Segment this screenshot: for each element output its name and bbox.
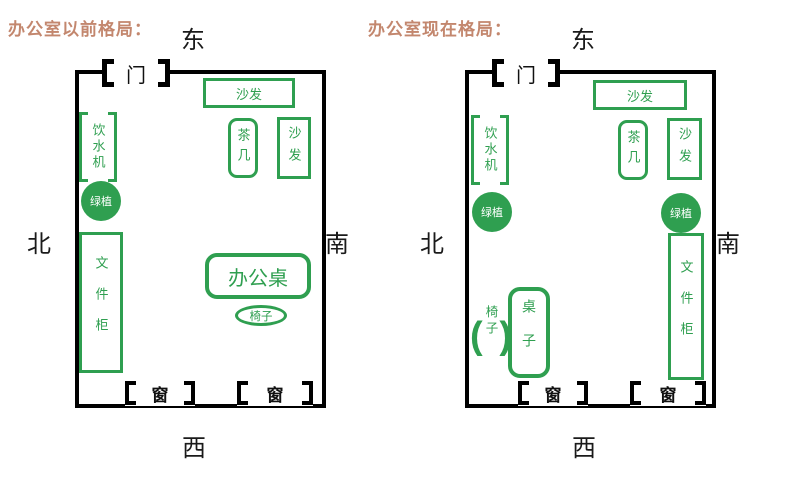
- chair: ( 椅子 ): [470, 305, 512, 361]
- plan-previous-title: 办公室以前格局：: [8, 20, 152, 39]
- room-outline-previous: 门 沙发 饮水机 茶几 沙发 绿植 文件柜 办公桌 椅子: [75, 54, 326, 408]
- window-bracket-right-icon: [577, 381, 588, 405]
- tea-table: 茶几: [228, 118, 258, 178]
- door: 门: [492, 54, 560, 92]
- water-dispenser: 饮水机: [471, 115, 509, 185]
- window-bracket-right-icon: [695, 381, 706, 405]
- table: 桌子: [508, 287, 550, 378]
- direction-north-label: 北: [27, 231, 51, 258]
- direction-east-label: 东: [181, 27, 205, 54]
- water-dispenser-label: 饮水机: [482, 126, 498, 174]
- window-label: 窗: [544, 385, 562, 405]
- file-cabinet-label: 文件柜: [93, 256, 109, 349]
- office-desk: 办公桌: [205, 253, 311, 299]
- door-label: 门: [126, 64, 146, 87]
- door-bracket-right-icon: [548, 59, 560, 87]
- tea-table-label: 茶几: [235, 128, 251, 168]
- window-bracket-right-icon: [302, 381, 313, 405]
- plant-label: 绿植: [670, 208, 692, 220]
- file-cabinet-label: 文件柜: [678, 260, 694, 353]
- direction-north-label: 北: [420, 231, 444, 258]
- water-dispenser-bracket-right-icon: [108, 112, 117, 182]
- sofa-side: 沙发: [277, 117, 311, 179]
- sofa-top: 沙发: [203, 78, 295, 108]
- chair-label: 椅子: [483, 305, 498, 338]
- window-bracket-right-icon: [184, 381, 195, 405]
- chair-label: 椅子: [249, 310, 273, 323]
- window-right: 窗: [630, 380, 706, 406]
- plant-label: 绿植: [481, 207, 503, 219]
- sofa-side-label: 沙发: [677, 127, 692, 171]
- door: 门: [102, 54, 170, 92]
- door-bracket-right-icon: [158, 59, 170, 87]
- window-label: 窗: [151, 385, 169, 405]
- sofa-top-label: 沙发: [626, 88, 653, 104]
- sofa-top: 沙发: [593, 80, 687, 110]
- window-label: 窗: [659, 385, 677, 405]
- window-bracket-left-icon: [518, 381, 529, 405]
- chair-paren-left-icon: (: [470, 315, 483, 357]
- sofa-top-label: 沙发: [235, 86, 262, 102]
- table-label: 桌子: [521, 298, 537, 367]
- window-left: 窗: [518, 380, 588, 406]
- window-bracket-left-icon: [125, 381, 136, 405]
- direction-south-label: 南: [716, 231, 740, 258]
- tea-table: 茶几: [618, 120, 648, 180]
- room-outline-current: 门 沙发 饮水机 茶几 沙发 绿植 绿植 文件柜 桌子: [465, 54, 716, 408]
- water-dispenser-bracket-left-icon: [471, 115, 480, 185]
- water-dispenser-bracket-left-icon: [79, 112, 88, 182]
- door-bracket-left-icon: [102, 59, 114, 87]
- water-dispenser: 饮水机: [79, 112, 117, 182]
- plant: 绿植: [81, 181, 121, 221]
- chair-paren-right-icon: ): [499, 315, 512, 357]
- window-left: 窗: [125, 380, 195, 406]
- water-dispenser-label: 饮水机: [90, 123, 106, 171]
- plant-label: 绿植: [90, 196, 112, 208]
- tea-table-label: 茶几: [625, 130, 641, 170]
- window-right: 窗: [237, 380, 313, 406]
- file-cabinet: 文件柜: [79, 232, 123, 373]
- water-dispenser-bracket-right-icon: [500, 115, 509, 185]
- window-bracket-left-icon: [630, 381, 641, 405]
- sofa-side-label: 沙发: [286, 126, 302, 170]
- direction-south-label: 南: [325, 231, 349, 258]
- direction-west-label: 西: [572, 435, 596, 462]
- chair: 椅子: [235, 305, 287, 326]
- plan-current-title: 办公室现在格局：: [368, 20, 512, 39]
- door-bracket-left-icon: [492, 59, 504, 87]
- direction-east-label: 东: [571, 27, 595, 54]
- direction-west-label: 西: [182, 435, 206, 462]
- door-label: 门: [516, 64, 536, 87]
- sofa-side: 沙发: [667, 118, 702, 180]
- office-desk-label: 办公桌: [228, 267, 288, 290]
- plant-north: 绿植: [472, 192, 512, 232]
- window-bracket-left-icon: [237, 381, 248, 405]
- window-label: 窗: [266, 385, 284, 405]
- file-cabinet: 文件柜: [668, 233, 704, 380]
- plant-south: 绿植: [661, 193, 701, 233]
